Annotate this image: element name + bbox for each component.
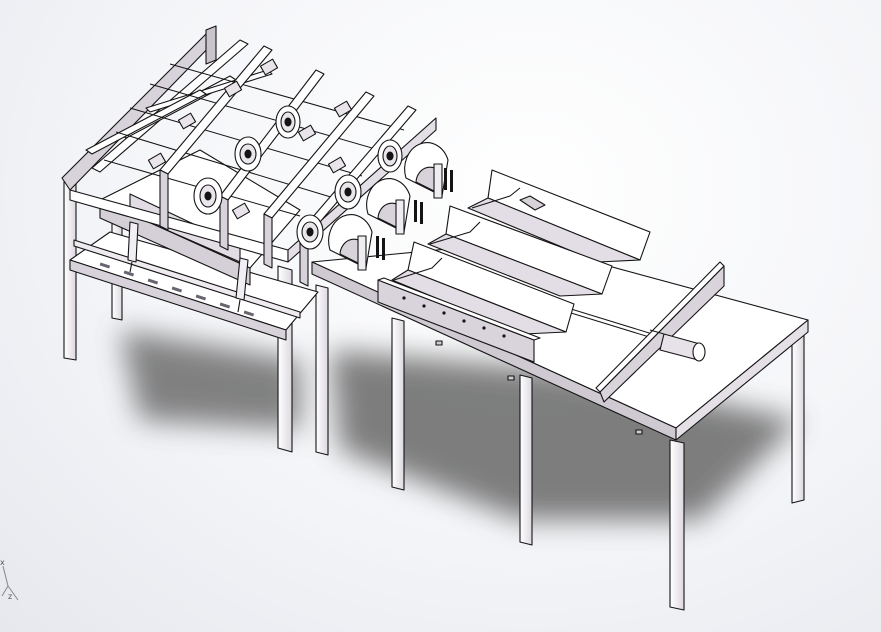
saw-blade [234,136,262,172]
saw-blade [334,174,362,210]
guard-fins [376,168,453,260]
blade-guards [328,142,453,271]
blade-guard [366,178,411,235]
trough-guides [391,169,651,335]
conveyor-table[interactable] [311,169,809,611]
saw-blade [377,139,403,173]
saw-blade [275,105,301,139]
cutter-frame[interactable] [61,25,453,453]
saw-blade [296,214,324,250]
axis-x-label: x [0,558,5,567]
top-frame [61,25,437,263]
blade-guard [328,214,373,271]
table-legs [315,284,805,611]
blade-guard [404,142,449,199]
axis-triad-icon [1,565,19,601]
front-fence [377,277,541,363]
axis-triad: x z [0,556,30,606]
motor-brackets [147,58,353,220]
actuator-cylinders [127,221,249,313]
axis-z-label: z [8,592,13,601]
saw-blades [193,105,403,250]
u-frames [159,45,417,287]
drive-motor [649,329,706,362]
saw-blade [193,177,223,215]
